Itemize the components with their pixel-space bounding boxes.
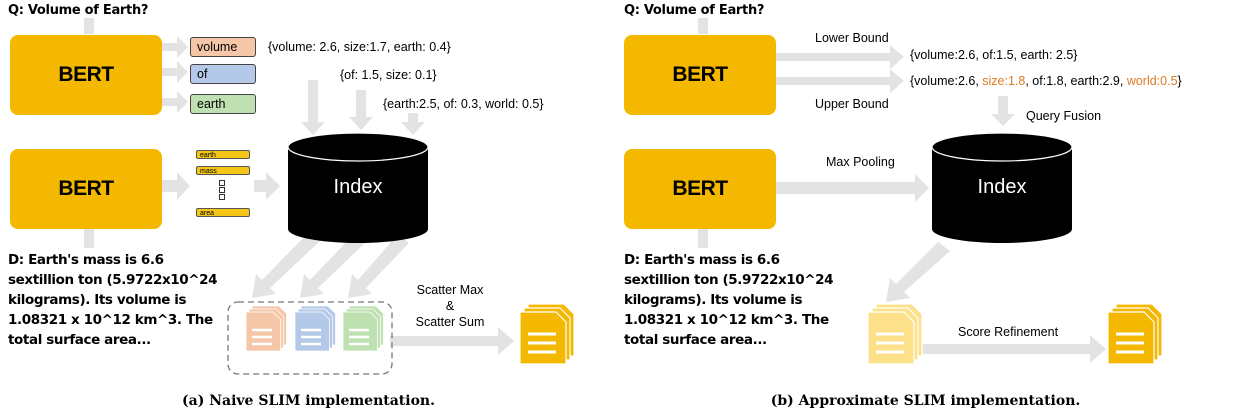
candidate-group-box xyxy=(227,301,393,375)
bert-query-encoder-left: BERT xyxy=(10,35,162,115)
document-text-left: D: Earth's mass is 6.6 sextillion ton (5… xyxy=(8,252,218,348)
right-question: Q: Volume of Earth? xyxy=(624,3,765,18)
arrow-score-refinement xyxy=(918,335,1106,363)
index-label-left: Index xyxy=(333,176,383,198)
arrow-bert-to-minitokens xyxy=(162,172,190,200)
lower-bound-weights: {volume:2.6, of:1.5, earth: 2.5} xyxy=(910,48,1078,62)
document-text-right: D: Earth's mass is 6.6 sextillion ton (5… xyxy=(624,252,834,348)
caption-left: (a) Naive SLIM implementation. xyxy=(182,393,435,409)
arrow-bert-to-of xyxy=(162,61,188,83)
doc-stack-orange xyxy=(245,305,287,352)
arrow-minitokens-to-index xyxy=(254,172,280,200)
index-cylinder-right xyxy=(931,132,1073,243)
arrow-question-to-bert-right xyxy=(698,18,708,34)
bert-doc-encoder-right: BERT xyxy=(624,149,776,229)
token-earth: earth xyxy=(190,94,256,114)
ellipsis-dot xyxy=(219,187,225,193)
left-question: Q: Volume of Earth? xyxy=(8,3,149,18)
weights-of: {of: 1.5, size: 0.1} xyxy=(340,68,437,82)
arrow-weight1-to-index xyxy=(301,80,325,135)
upper-bound-weights: {volume:2.6, size:1.8, of:1.8, earth:2.9… xyxy=(910,74,1182,88)
caption-right: (b) Approximate SLIM implementation. xyxy=(770,393,1081,409)
doc-token-list: earth mass area xyxy=(196,150,252,220)
mini-token-mass: mass xyxy=(196,166,250,175)
arrow-bert-to-volume xyxy=(162,36,188,58)
arrow-index-to-candidates xyxy=(886,242,950,302)
mini-token-earth: earth xyxy=(196,150,250,159)
doc-stack-green xyxy=(342,305,384,352)
arrow-lower-bound xyxy=(776,45,904,69)
ellipsis-dot xyxy=(219,180,225,186)
arrow-query-fusion xyxy=(991,96,1015,126)
arrow-index-to-doc2 xyxy=(300,234,365,298)
arrow-index-to-doc1 xyxy=(252,232,320,298)
doc-stack-candidates-right xyxy=(867,303,923,365)
ellipsis-dot xyxy=(219,194,225,200)
score-refinement-label: Score Refinement xyxy=(958,325,1059,339)
arrow-doc-to-bert-right xyxy=(698,228,708,248)
weights-earth: {earth:2.5, of: 0.3, world: 0.5} xyxy=(383,97,544,111)
doc-stack-blue xyxy=(294,305,336,352)
lower-bound-label: Lower Bound xyxy=(815,31,889,45)
arrow-weight2-to-index xyxy=(349,90,373,130)
scatter-label: Scatter Max & Scatter Sum xyxy=(415,283,485,329)
arrow-index-to-doc3 xyxy=(348,234,409,298)
arrow-max-pooling xyxy=(776,174,929,202)
index-label-right: Index xyxy=(977,176,1027,198)
weights-volume: {volume: 2.6, size:1.7, earth: 0.4} xyxy=(268,40,451,54)
arrow-doc-to-bert xyxy=(84,228,94,248)
mini-token-area: area xyxy=(196,208,250,217)
doc-stack-result-left xyxy=(519,303,575,365)
bert-doc-encoder-left: BERT xyxy=(10,149,162,229)
arrow-scatter-to-result xyxy=(390,327,514,355)
query-fusion-label: Query Fusion xyxy=(1026,109,1102,123)
left-arrows xyxy=(84,18,514,355)
arrow-weight3-to-index xyxy=(401,113,425,135)
index-cylinder-left xyxy=(287,132,429,243)
doc-stack-result-right xyxy=(1107,303,1163,365)
arrow-upper-bound xyxy=(776,69,904,93)
bert-query-encoder-right: BERT xyxy=(624,35,776,115)
arrow-bert-to-earth xyxy=(162,91,188,113)
token-of: of xyxy=(190,64,256,84)
upper-bound-label: Upper Bound xyxy=(815,97,889,111)
max-pooling-label: Max Pooling xyxy=(826,155,895,169)
right-arrows xyxy=(698,18,1106,363)
token-volume: volume xyxy=(190,37,256,57)
arrow-question-to-bert xyxy=(84,18,94,34)
